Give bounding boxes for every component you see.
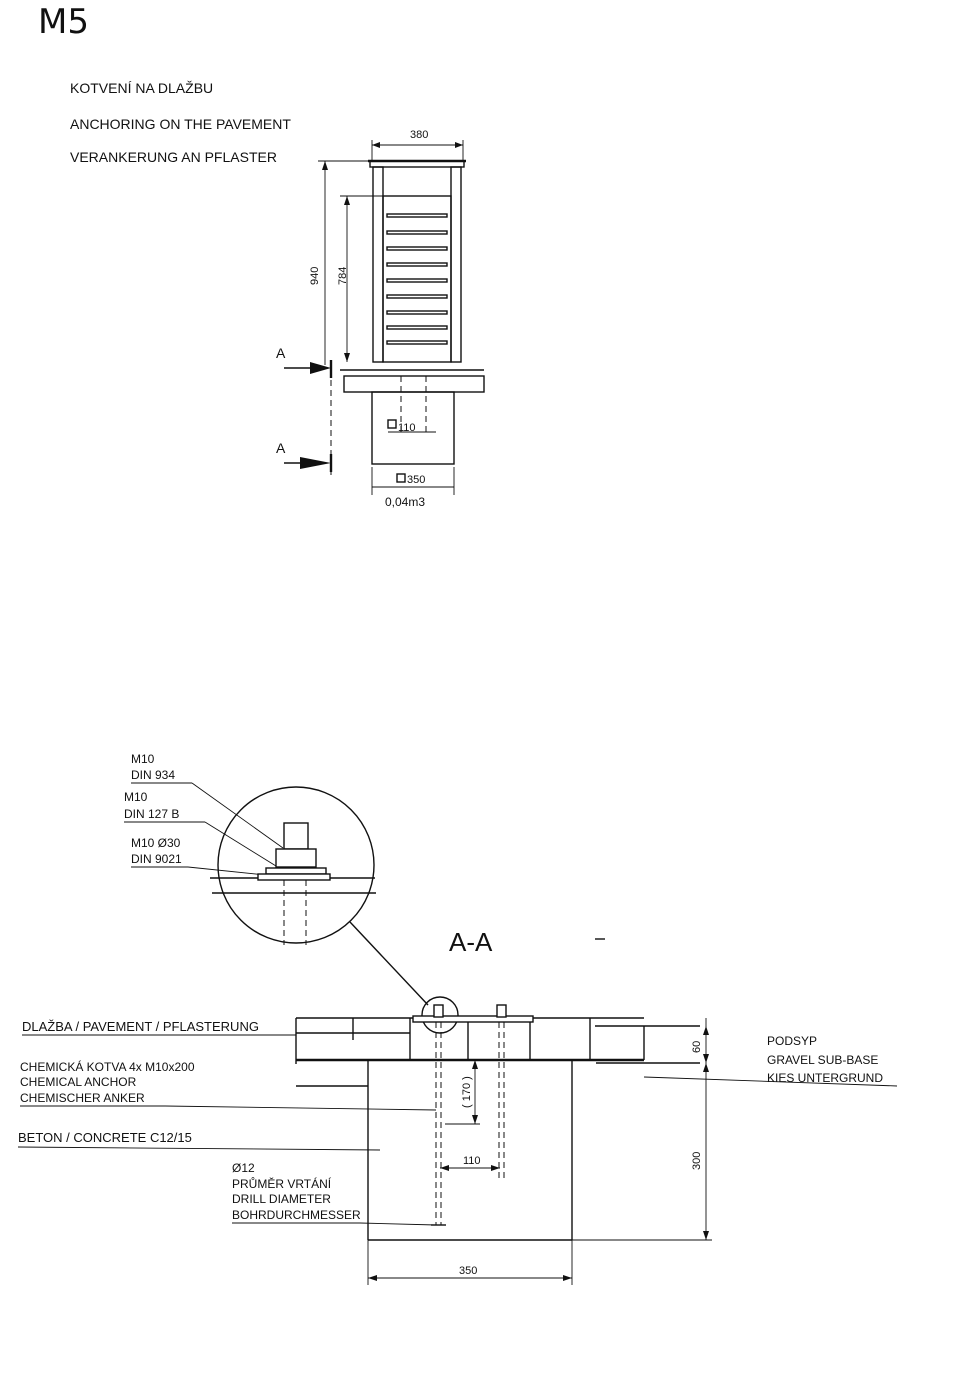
plate-std: DIN 9021 — [131, 852, 182, 866]
label-anchor-en: CHEMICAL ANCHOR — [20, 1075, 137, 1089]
dim-300: 300 — [691, 1152, 703, 1170]
sheet-id: M5 — [38, 2, 89, 42]
drill-cz: PRŮMĚR VRTÁNÍ — [232, 1176, 332, 1191]
title-en: ANCHORING ON THE PAVEMENT — [70, 116, 291, 132]
dim-784: 784 — [337, 267, 349, 285]
washer-size: M10 — [124, 790, 148, 804]
dim-380: 380 — [410, 129, 428, 141]
label-concrete: BETON / CONCRETE C12/15 — [18, 1130, 192, 1145]
volume: 0,04m3 — [385, 495, 425, 509]
dim-60: 60 — [691, 1041, 703, 1053]
dim-110: 110 — [463, 1155, 481, 1167]
section-mark-top: A — [276, 345, 286, 361]
bolt-detail: M10 DIN 934 M10 DIN 127 B M10 Ø30 DIN 90… — [124, 752, 429, 1006]
title-de: VERANKERUNG AN PFLASTER — [70, 149, 277, 165]
drill-de: BOHRDURCHMESSER — [232, 1208, 361, 1222]
slats — [386, 213, 448, 345]
dim-350: 350 — [459, 1265, 477, 1277]
section-title: A-A — [449, 927, 493, 957]
nut-std: DIN 934 — [131, 768, 175, 782]
square-350: 350 — [407, 474, 425, 486]
dim-170: ( 170 ) — [461, 1076, 473, 1108]
nut-size: M10 — [131, 752, 155, 766]
section-aa: A-A ( — [17, 927, 898, 1285]
washer-std: DIN 127 B — [124, 807, 179, 821]
drill-diameter: Ø12 — [232, 1161, 255, 1175]
dim-940: 940 — [309, 267, 321, 285]
label-anchor-de: CHEMISCHER ANKER — [20, 1091, 145, 1105]
section-mark-bottom: A — [276, 440, 286, 456]
subbase-cz: PODSYP — [767, 1034, 817, 1048]
square-110: 110 — [398, 422, 416, 434]
plate-size: M10 Ø30 — [131, 836, 181, 850]
label-pavement: DLAŽBA / PAVEMENT / PFLASTERUNG — [22, 1019, 259, 1034]
subbase-en: GRAVEL SUB-BASE — [767, 1053, 878, 1067]
title-cz: KOTVENÍ NA DLAŽBU — [70, 80, 213, 96]
subbase-de: KIES UNTERGRUND — [767, 1071, 883, 1085]
label-anchor-cz: CHEMICKÁ KOTVA 4x M10x200 — [20, 1059, 195, 1074]
elevation-view: 380 940 784 — [276, 129, 485, 509]
drill-en: DRILL DIAMETER — [232, 1192, 331, 1206]
